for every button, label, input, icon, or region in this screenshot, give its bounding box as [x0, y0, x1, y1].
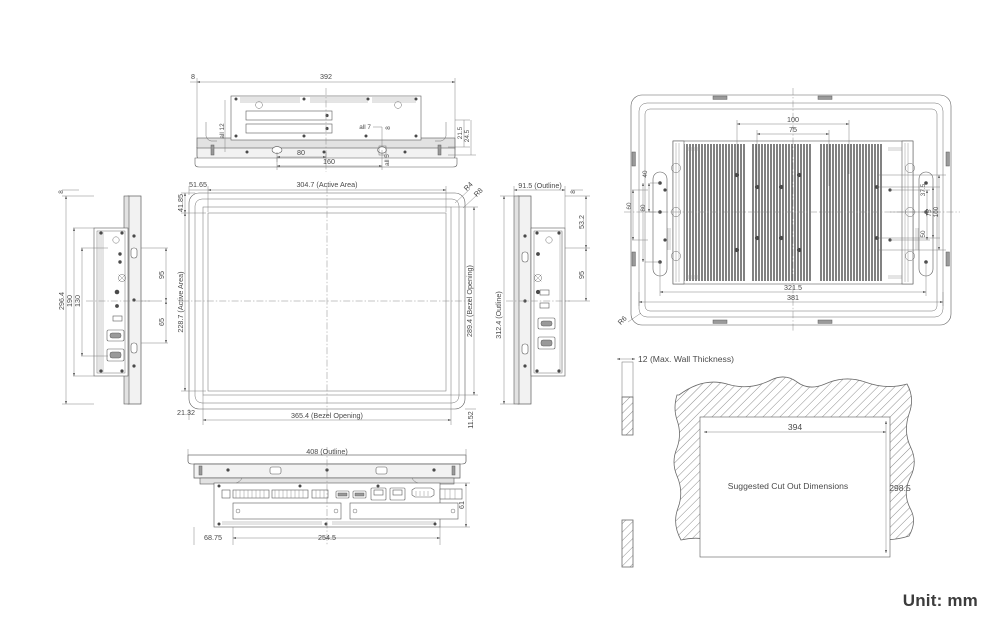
dim-rear-37-5: 37.5	[920, 183, 927, 196]
dim-rear-40: 40	[642, 170, 649, 178]
dim-bottom-61: 61	[457, 501, 466, 509]
left-side-view: 8 296.4 190 130 95 65	[57, 189, 168, 405]
label-cutout-caption: Suggested Cut Out Dimensions	[728, 481, 848, 491]
dim-bottom-254-5: 254.5	[318, 533, 336, 542]
dim-right-95: 95	[577, 271, 586, 279]
dim-left-65: 65	[157, 318, 166, 326]
dim-top-80: 80	[297, 148, 305, 157]
dim-rear-321-5: 321.5	[784, 283, 802, 292]
dim-left-95: 95	[157, 271, 166, 279]
dim-left-130: 130	[73, 295, 82, 307]
dim-bottom-408: 408 (Outline)	[306, 447, 348, 456]
dim-rear-80: 80	[640, 204, 647, 212]
dim-front-51-65: 51.65	[189, 180, 207, 189]
dim-rear-381: 381	[787, 293, 799, 302]
dim-rear-50: 50	[920, 230, 927, 238]
bottom-view: 408 (Outline) 61 68.75 254.5	[187, 447, 470, 545]
dim-left-190: 190	[65, 295, 74, 307]
dim-top-21-5: 21.5	[457, 126, 464, 139]
dim-rear-60: 60	[626, 202, 633, 210]
dim-cutout-298-5: 298.5	[889, 483, 911, 493]
dim-right-91-5: 91.5 (Outline)	[518, 181, 562, 190]
dim-top-392: 392	[320, 72, 332, 81]
dim-front-365-4: 365.4 (Bezel Opening)	[291, 411, 363, 420]
right-side-view: 91.5 (Outline) 8 53.2 95 312.4 (Outline)	[494, 181, 590, 405]
rear-view: 100 75 40 80 60 37.5 50 75	[616, 88, 960, 332]
dim-rear-75-top: 75	[789, 125, 797, 134]
dim-rear-100-right: 100	[933, 206, 940, 217]
dim-top-8b: 8	[385, 126, 392, 130]
dim-top-24-5: 24.5	[464, 129, 471, 142]
top-view: 392 8 all 12 all 7 8 all 5 21.5 24.5 80 …	[190, 72, 476, 172]
dim-front-r8: R8	[472, 186, 485, 199]
dim-rear-75-right: 75	[926, 209, 933, 217]
label-wall-thickness: 12 (Max. Wall Thickness)	[638, 354, 734, 364]
dim-top-8: 8	[191, 72, 195, 81]
dim-bottom-68-75: 68.75	[204, 533, 222, 542]
dim-front-11-52: 11.52	[466, 411, 475, 428]
dim-right-53-2: 53.2	[577, 215, 586, 229]
dim-left-8: 8	[58, 190, 65, 194]
dim-top-all5: all 5	[384, 154, 391, 166]
front-view: 304.7 (Active Area) 51.65 R4 R8 41.85 22…	[176, 180, 485, 429]
dim-front-304-7: 304.7 (Active Area)	[296, 180, 357, 189]
dim-left-296-4: 296.4	[57, 292, 66, 310]
dim-front-289-4: 289.4 (Bezel Opening)	[465, 265, 474, 337]
dim-top-all12: all 12	[219, 123, 226, 139]
dim-cutout-394: 394	[788, 422, 803, 432]
dim-front-228-7: 228.7 (Active Area)	[176, 271, 185, 332]
dim-top-160: 160	[323, 157, 335, 166]
dim-front-41-85: 41.85	[176, 194, 185, 212]
unit-label: Unit: mm	[902, 591, 978, 610]
dim-front-21-32: 21.32	[177, 408, 195, 417]
dim-right-8: 8	[570, 190, 577, 194]
dim-top-all7: all 7	[359, 124, 371, 131]
dim-rear-100-top: 100	[787, 115, 799, 124]
cutout-view: 12 (Max. Wall Thickness) 394 298.5 Sugge…	[616, 354, 915, 568]
dim-rear-r6: R6	[616, 314, 629, 327]
dim-right-312-4: 312.4 (Outline)	[494, 291, 503, 339]
